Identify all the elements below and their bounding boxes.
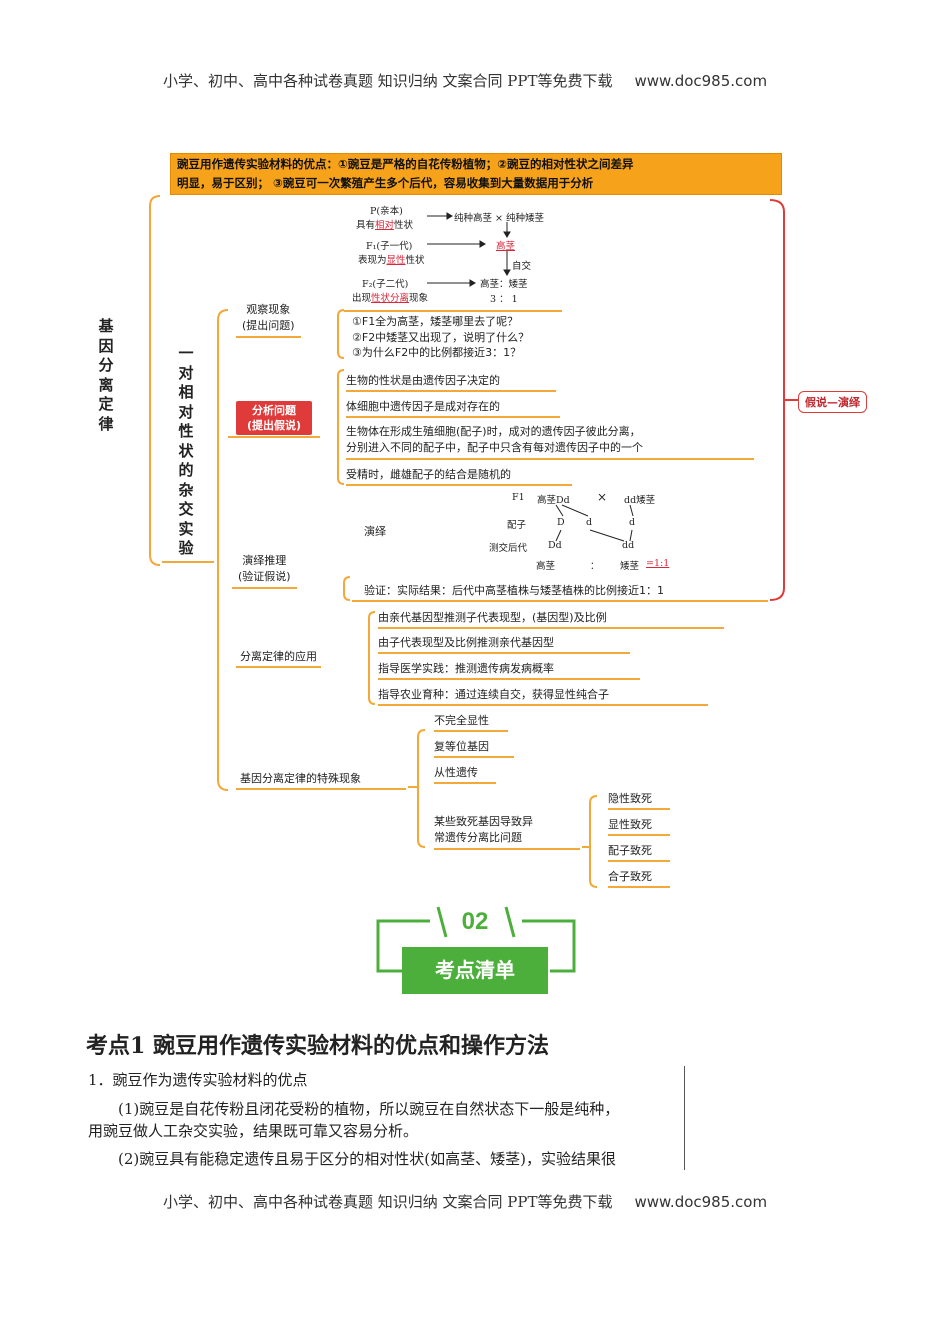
f2-label-2a: 出现: [352, 293, 372, 304]
paragraph-1-line-1: (1)豌豆是自花传粉且闭花受粉的植物，所以豌豆在自然状态下一般是纯种，: [118, 1100, 620, 1118]
section-number: 02: [461, 908, 489, 935]
special-3: 从性遗传: [434, 764, 496, 784]
gamete-d-lower-2: d: [629, 517, 636, 528]
gamete-d-upper: D: [557, 517, 565, 528]
section-subheading: 1．豌豆作为遗传实验材料的优点: [88, 1071, 308, 1089]
hypothesis-1: 生物的性状是由遗传因子决定的: [346, 372, 556, 392]
result-colon: ：: [590, 561, 600, 572]
deduce-f1-left: 高茎Dd: [537, 495, 570, 506]
f1-label-2b: 显性: [386, 255, 406, 266]
hypothesis-3a: 生物体在形成生殖细胞(配子)时，成对的遗传因子彼此分离，: [346, 425, 641, 438]
testcross-dd-2: dd: [622, 540, 635, 551]
paragraph-2: (2)豌豆具有能稳定遗传且易于区分的相对性状(如高茎、矮茎)，实验结果很: [118, 1150, 616, 1168]
deduce-label-1: 演绎推理: [242, 554, 287, 567]
header-url[interactable]: www.doc985.com: [634, 72, 768, 90]
header-text: 小学、初中、高中各种试卷真题 知识归纳 文案合同 PPT等免费下载: [163, 72, 613, 90]
f2-label-2b: 性状分离: [371, 293, 410, 304]
apply-4: 指导农业育种：通过连续自交，获得显性纯合子: [378, 686, 708, 706]
special-node: 基因分离定律的特殊现象: [236, 770, 406, 790]
apply-2: 由子代表现型及比例推测亲代基因型: [378, 634, 630, 654]
result-short: 矮茎: [620, 561, 640, 572]
observe-label-2: (提出问题): [242, 319, 295, 332]
footer-text: 小学、初中、高中各种试卷真题 知识归纳 文案合同 PPT等免费下载: [163, 1193, 613, 1211]
footer-url[interactable]: www.doc985.com: [634, 1193, 768, 1211]
result-tall: 高茎: [536, 561, 556, 572]
paragraph-1: (1)豌豆是自花传粉且闭花受粉的植物，所以豌豆在自然状态下一般是纯种， 用豌豆做…: [88, 1098, 670, 1142]
testcross-dd-1: Dd: [548, 540, 562, 551]
gamete-d-lower-1: d: [586, 517, 593, 528]
f1-label-1: F₁(子一代): [366, 241, 413, 252]
apply-3: 指导医学实践：推测遗传病发病概率: [378, 660, 640, 680]
deduce-testcross: 测交后代: [489, 543, 528, 554]
page-header: 小学、初中、高中各种试卷真题 知识归纳 文案合同 PPT等免费下载 www.doc…: [163, 70, 767, 91]
banner-line-1: 豌豆用作遗传实验材料的优点：①豌豆是严格的自花传粉植物；②豌豆的相对性状之间差异: [177, 157, 634, 171]
special-4b: 常遗传分离比问题: [434, 831, 522, 844]
paragraph-1-line-2: 用豌豆做人工杂交实验，结果既可靠又容易分析。: [88, 1122, 419, 1140]
apply-1: 由亲代基因型推测子代表现型，(基因型)及比例: [378, 609, 724, 629]
root-text: 基因分离定律: [98, 317, 114, 433]
p-label: P(亲本) 具有相对性状: [356, 203, 413, 231]
lethal-4: 合子致死: [608, 868, 670, 888]
deduce-sub: 演绎: [364, 525, 386, 538]
result-ratio: =1:1: [646, 558, 670, 569]
f2-result: 高茎：矮茎: [480, 279, 528, 290]
verify-text: 验证：实际结果：后代中高茎植株与矮茎植株的比例接近1：1: [352, 582, 768, 602]
root-label: 基因分离定律: [96, 317, 116, 434]
lethal-1: 隐性致死: [608, 790, 670, 810]
f2-label: F₂(子二代) 出现性状分离现象: [352, 276, 428, 304]
analyze-label-1: 分析问题: [252, 404, 296, 417]
banner-line-2: 明显，易于区别； ③豌豆可一次繁殖产生多个后代，容易收集到大量数据用于分析: [177, 176, 594, 190]
question-1: ①F1全为高茎，矮茎哪里去了呢？: [352, 315, 519, 328]
deduce-f1-right: dd矮茎: [624, 495, 656, 506]
section-heading: 考点1 豌豆用作遗传实验材料的优点和操作方法: [86, 1033, 549, 1059]
observe-questions: ①F1全为高茎，矮茎哪里去了呢？ ②F2中矮茎又出现了，说明了什么？ ③为什么F…: [352, 314, 529, 361]
hypothesis-4: 受精时，雌雄配子的结合是随机的: [346, 466, 572, 486]
hypothesis-deduction-tag: 假说—演绎: [798, 391, 867, 413]
hypothesis-3b: 分别进入不同的配子中，配子中只含有每对遗传因子中的一个: [346, 441, 643, 454]
lethal-3: 配子致死: [608, 842, 670, 862]
selfing-label: 自交: [512, 261, 532, 272]
f1-label: F₁(子一代) 表现为显性性状: [358, 238, 425, 266]
deduce-label-2: (验证假说): [238, 570, 291, 583]
section-title-badge: 考点清单: [402, 947, 548, 994]
hypothesis-3: 生物体在形成生殖细胞(配子)时，成对的遗传因子彼此分离， 分别进入不同的配子中，…: [346, 424, 754, 460]
hypothesis-2: 体细胞中遗传因子是成对存在的: [346, 398, 560, 418]
f2-ratio: 3 ： 1: [490, 294, 518, 305]
question-2: ②F2中矮茎又出现了，说明了什么？: [352, 330, 530, 344]
p-cross: 纯种高茎 × 纯种矮茎: [454, 213, 544, 224]
observe-label-1: 观察现象: [246, 303, 291, 316]
deduce-gamete: 配子: [507, 520, 527, 531]
special-1: 不完全显性: [434, 712, 508, 732]
margin-rule: [684, 1066, 685, 1170]
special-2: 复等位基因: [434, 738, 514, 758]
special-4a: 某些致死基因导致异: [434, 815, 533, 828]
page-footer: 小学、初中、高中各种试卷真题 知识归纳 文案合同 PPT等免费下载 www.doc…: [163, 1191, 767, 1212]
deduce-cross: ×: [597, 490, 608, 504]
observe-node: 观察现象 (提出问题): [236, 302, 301, 338]
f1-label-2a: 表现为: [358, 255, 387, 266]
p-label-2a: 具有: [356, 220, 376, 231]
advantages-banner: 豌豆用作遗传实验材料的优点：①豌豆是严格的自花传粉植物；②豌豆的相对性状之间差异…: [170, 153, 782, 195]
deduce-node: 演绎推理 (验证假说): [232, 553, 297, 589]
apply-node: 分离定律的应用: [236, 648, 321, 668]
f2-label-2c: 现象: [409, 293, 429, 304]
branch-label: 一对相对性状的杂交实验: [176, 344, 196, 559]
analyze-underline: [228, 436, 320, 438]
question-3: ③为什么F2中的比例都接近3：1？: [352, 346, 522, 359]
analyze-node: 分析问题 (提出假说): [236, 401, 312, 435]
mindmap-connectors: [149, 195, 798, 888]
special-4: 某些致死基因导致异 常遗传分离比问题: [434, 814, 580, 850]
section-badge-frame: [376, 906, 576, 973]
lethal-2: 显性致死: [608, 816, 670, 836]
p-label-2c: 性状: [394, 220, 414, 231]
f2-label-1: F₂(子二代): [362, 279, 409, 290]
f1-label-2c: 性状: [405, 255, 425, 266]
analyze-label-2: (提出假说): [246, 419, 302, 432]
branch-text: 一对相对性状的杂交实验: [178, 344, 194, 557]
deduce-f1: F1: [512, 492, 525, 503]
p-label-2b: 相对: [375, 220, 395, 231]
observe-top-line: [344, 310, 562, 312]
f1-result: 高茎: [496, 241, 516, 252]
p-label-1: P(亲本): [370, 206, 403, 217]
